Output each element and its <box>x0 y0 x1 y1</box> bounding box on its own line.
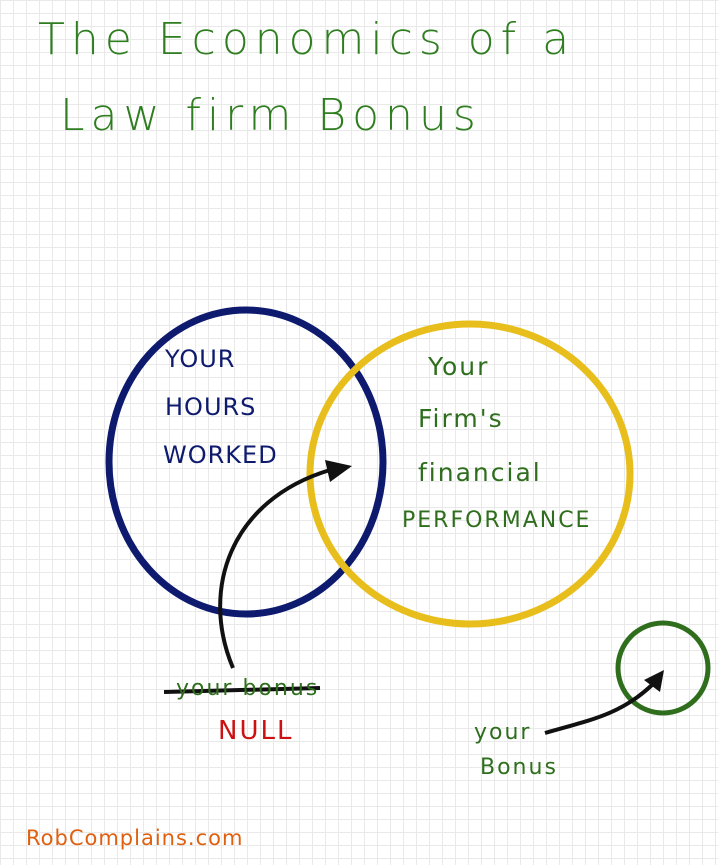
firm-label-1: Your <box>428 352 490 381</box>
firm-label-4: PERFORMANCE <box>402 508 592 533</box>
firm-label-2: Firm's <box>418 404 504 433</box>
bonus-circle <box>615 620 711 716</box>
struck-bonus-label: your bonus <box>176 676 320 701</box>
hours-label-3: WORKED <box>163 441 278 469</box>
bonus-label-1: your <box>474 720 532 745</box>
hours-label-1: YOUR <box>165 345 236 373</box>
firm-performance-circle <box>306 320 634 628</box>
hours-worked-circle <box>105 306 387 618</box>
strikethrough-line <box>163 686 321 694</box>
null-label: NULL <box>218 716 294 746</box>
credit-link[interactable]: RobComplains.com <box>26 826 244 850</box>
title-line-1: The Economics of a <box>38 14 576 65</box>
bonus-arrow <box>544 683 654 735</box>
hours-label-2: HOURS <box>165 393 257 421</box>
bonus-label-2: Bonus <box>480 755 558 780</box>
null-arrowhead <box>325 460 352 482</box>
firm-label-3: financial <box>418 458 542 487</box>
title-line-2: Law firm Bonus <box>60 90 482 141</box>
null-arrow <box>218 468 331 669</box>
bonus-arrowhead <box>644 670 664 692</box>
